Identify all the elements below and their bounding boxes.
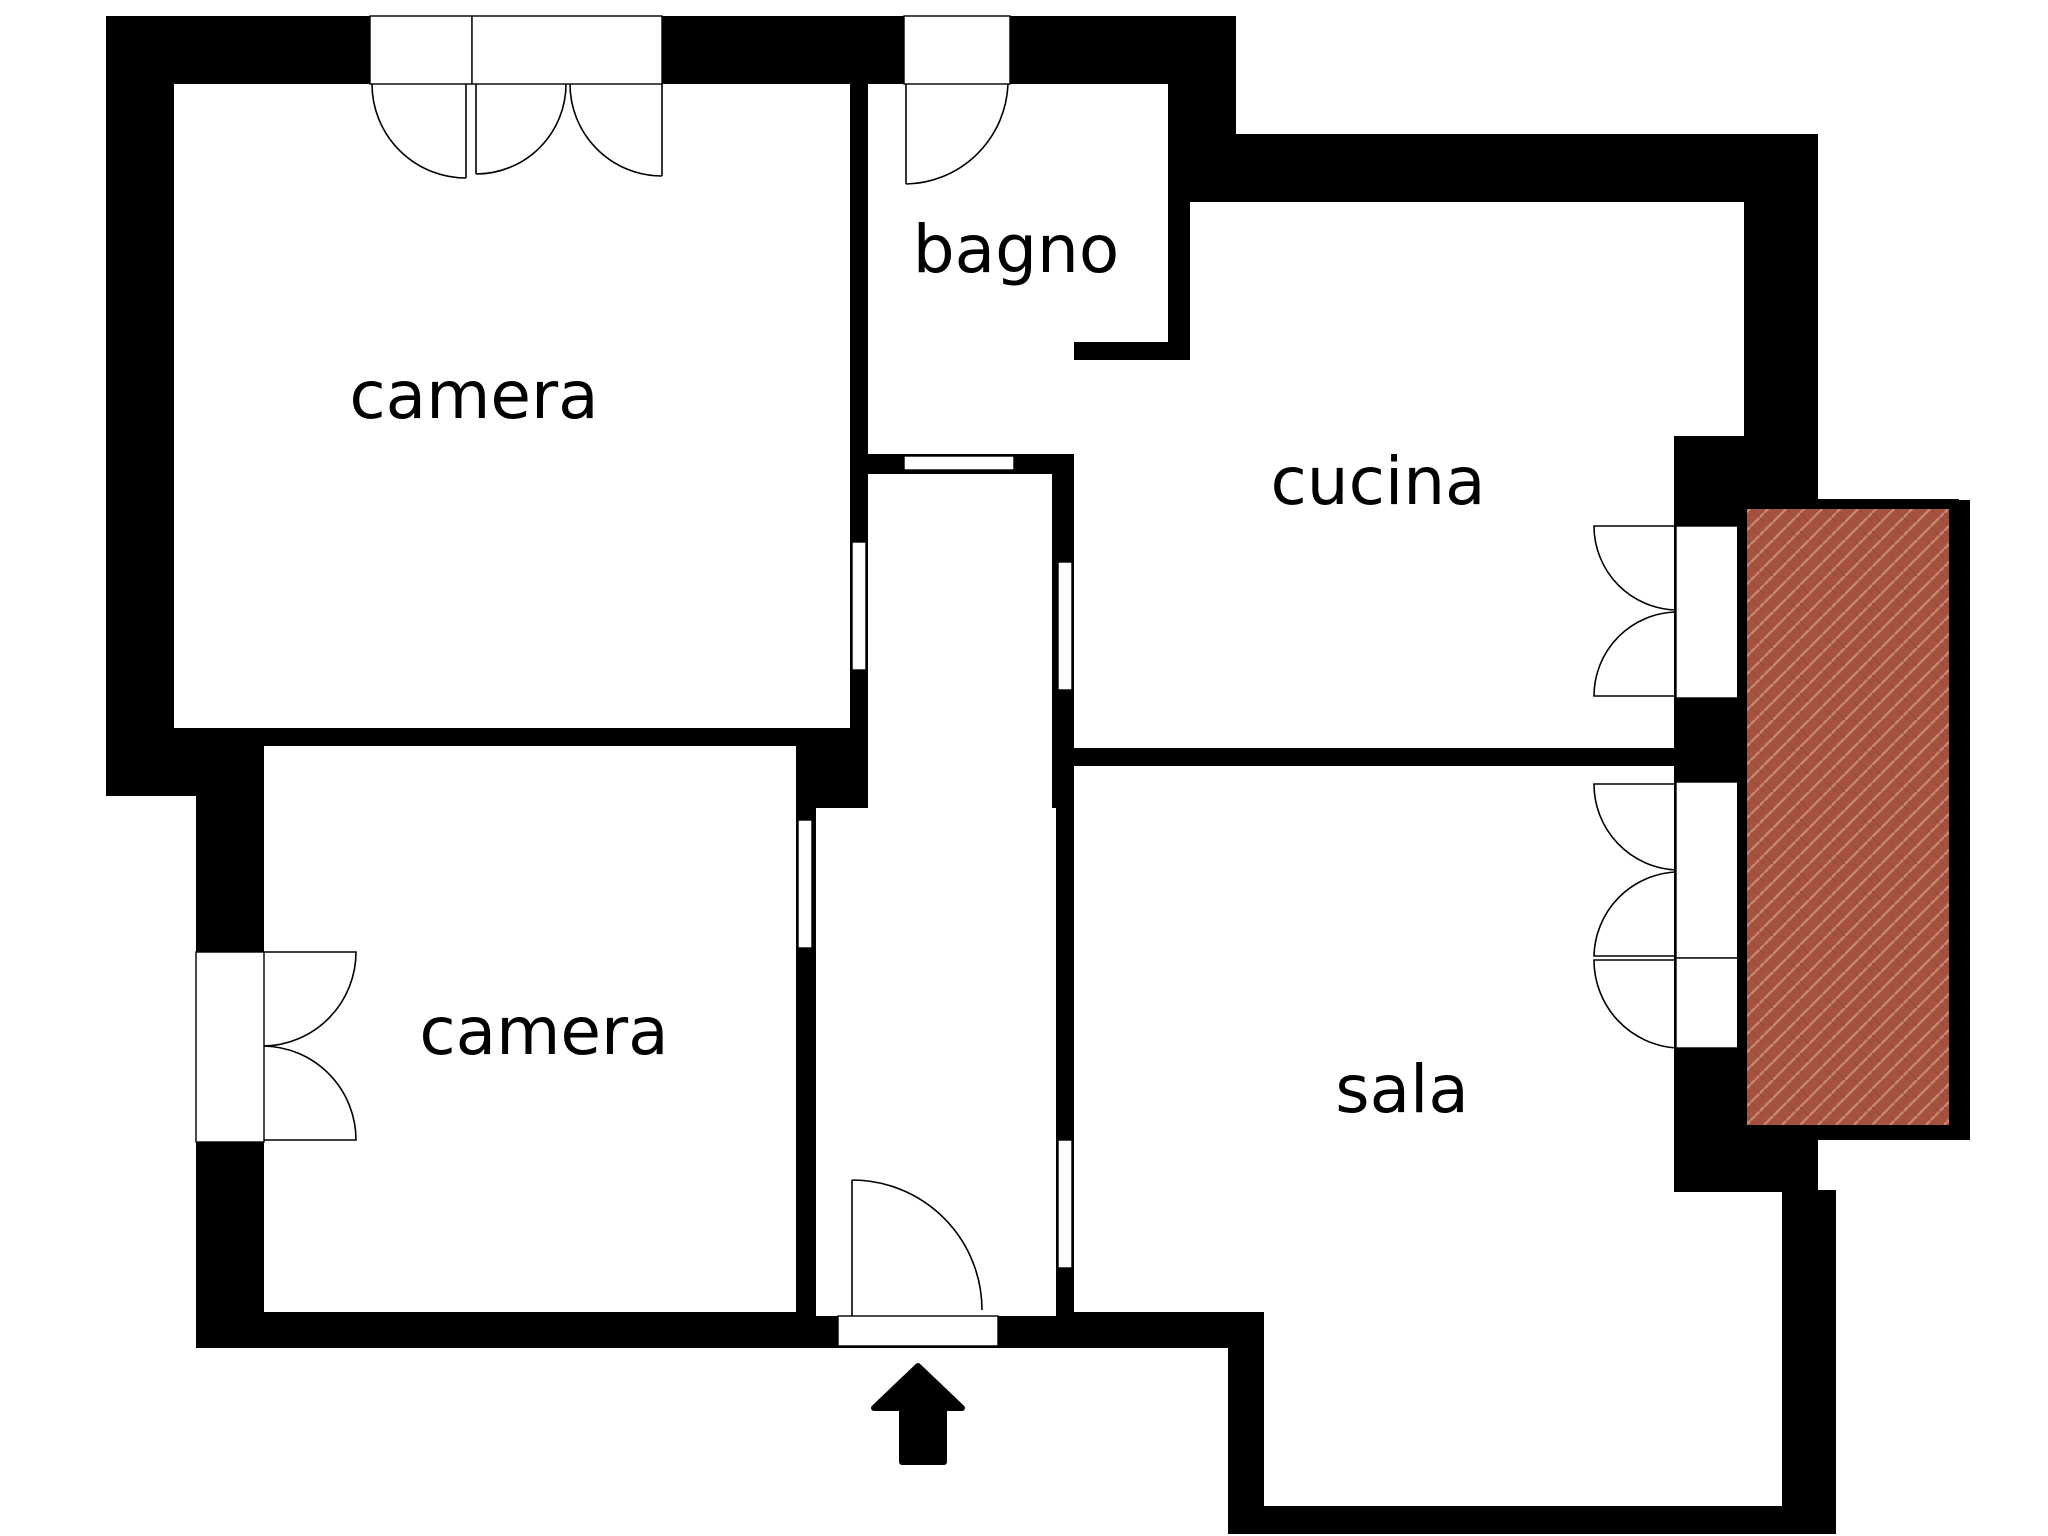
arrow-up-icon [871, 1363, 965, 1465]
label-camera-top: camera [349, 357, 598, 434]
door-swings [263, 83, 1677, 1316]
door-gap-bagno [903, 455, 1015, 471]
window-sala-b [1675, 957, 1741, 1049]
window-camera-top-a [369, 15, 473, 85]
room-camera-top [174, 84, 850, 728]
window-bagno [903, 15, 1011, 85]
door-gap-cucina [1057, 561, 1073, 691]
label-camera-bottom: camera [419, 993, 668, 1070]
label-cucina: cucina [1270, 443, 1485, 520]
door-gap-camera-top [851, 541, 867, 671]
balcony [1737, 499, 1959, 1135]
room-sala [1074, 766, 1782, 1506]
window-camera-bottom [195, 951, 265, 1143]
room-camera-bottom [264, 746, 796, 1312]
openings [195, 15, 1741, 1347]
door-gap-camera-bottom [797, 819, 813, 949]
door-gap-sala [1057, 1139, 1073, 1269]
floor-areas [174, 84, 1782, 1506]
entrance-door-opening [837, 1315, 999, 1347]
window-sala-a [1675, 781, 1741, 959]
label-sala: sala [1335, 1051, 1469, 1128]
room-cucina [1074, 202, 1744, 748]
window-cucina [1675, 525, 1741, 699]
window-camera-top-b [471, 15, 663, 85]
label-bagno: bagno [913, 211, 1119, 288]
